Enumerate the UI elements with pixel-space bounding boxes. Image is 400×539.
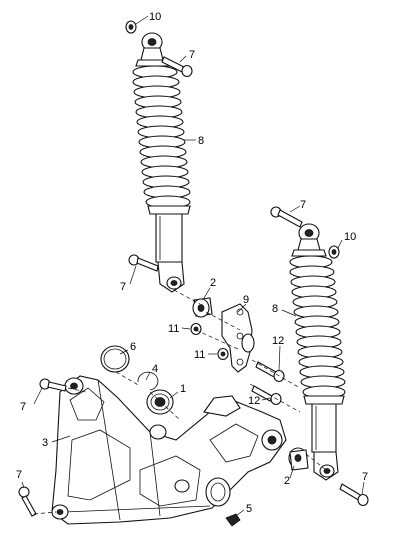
right-lower-bolt [339, 483, 369, 507]
callout-labels: 10 7 8 7 2 9 11 11 7 10 8 12 12 2 7 6 4 … [16, 11, 368, 515]
callout-2-lower: 2 [284, 475, 290, 487]
callout-5: 5 [246, 503, 252, 515]
callout-12-upper: 12 [272, 335, 284, 347]
bushing-upper [192, 297, 213, 318]
left-top-bolt [161, 56, 193, 78]
bearing [146, 389, 174, 415]
callout-4: 4 [152, 363, 158, 375]
callout-7-right-lower: 7 [362, 471, 368, 483]
callout-2-upper: 2 [210, 277, 216, 289]
callout-7-right-top: 7 [300, 199, 306, 211]
retaining-ring [100, 345, 130, 373]
bushing-lower [288, 447, 309, 471]
small-clip [225, 513, 241, 527]
leader-lines [21, 15, 365, 517]
left-lower-bolt [128, 254, 159, 272]
callout-7-frame-upper: 7 [20, 401, 26, 413]
callout-8-left: 8 [198, 135, 204, 147]
circlip [137, 371, 159, 391]
frame-bolt-upper-left [39, 378, 67, 392]
callout-10-right: 10 [344, 231, 356, 243]
callout-3: 3 [42, 437, 48, 449]
callout-12-lower: 12 [248, 395, 260, 407]
bolt-12-lower [251, 385, 282, 406]
callout-9: 9 [243, 294, 249, 306]
engine-mount-frame [51, 375, 287, 525]
callout-1: 1 [180, 383, 186, 395]
callout-7-left-lower: 7 [120, 281, 126, 293]
left-shock-spring [132, 59, 191, 215]
callout-10-left: 10 [149, 11, 161, 23]
right-top-bolt [270, 206, 303, 228]
assembly-center-lines [33, 289, 327, 515]
callout-11-lower: 11 [194, 349, 205, 361]
callout-7-frame-lower: 7 [16, 469, 22, 481]
right-shock-spring [289, 249, 346, 405]
frame-bolt-lower-left [18, 486, 37, 517]
left-shock-absorber [132, 32, 191, 293]
callout-8-right: 8 [272, 303, 278, 315]
right-shock-absorber [289, 223, 346, 481]
mounting-bracket [221, 303, 255, 373]
right-top-nut [328, 245, 340, 259]
callout-11-upper: 11 [168, 323, 179, 335]
left-top-nut [125, 20, 137, 34]
callout-6: 6 [130, 341, 136, 353]
callout-7-left-top: 7 [189, 49, 195, 61]
nut-11-upper [190, 322, 202, 336]
nut-11-lower [217, 347, 229, 361]
